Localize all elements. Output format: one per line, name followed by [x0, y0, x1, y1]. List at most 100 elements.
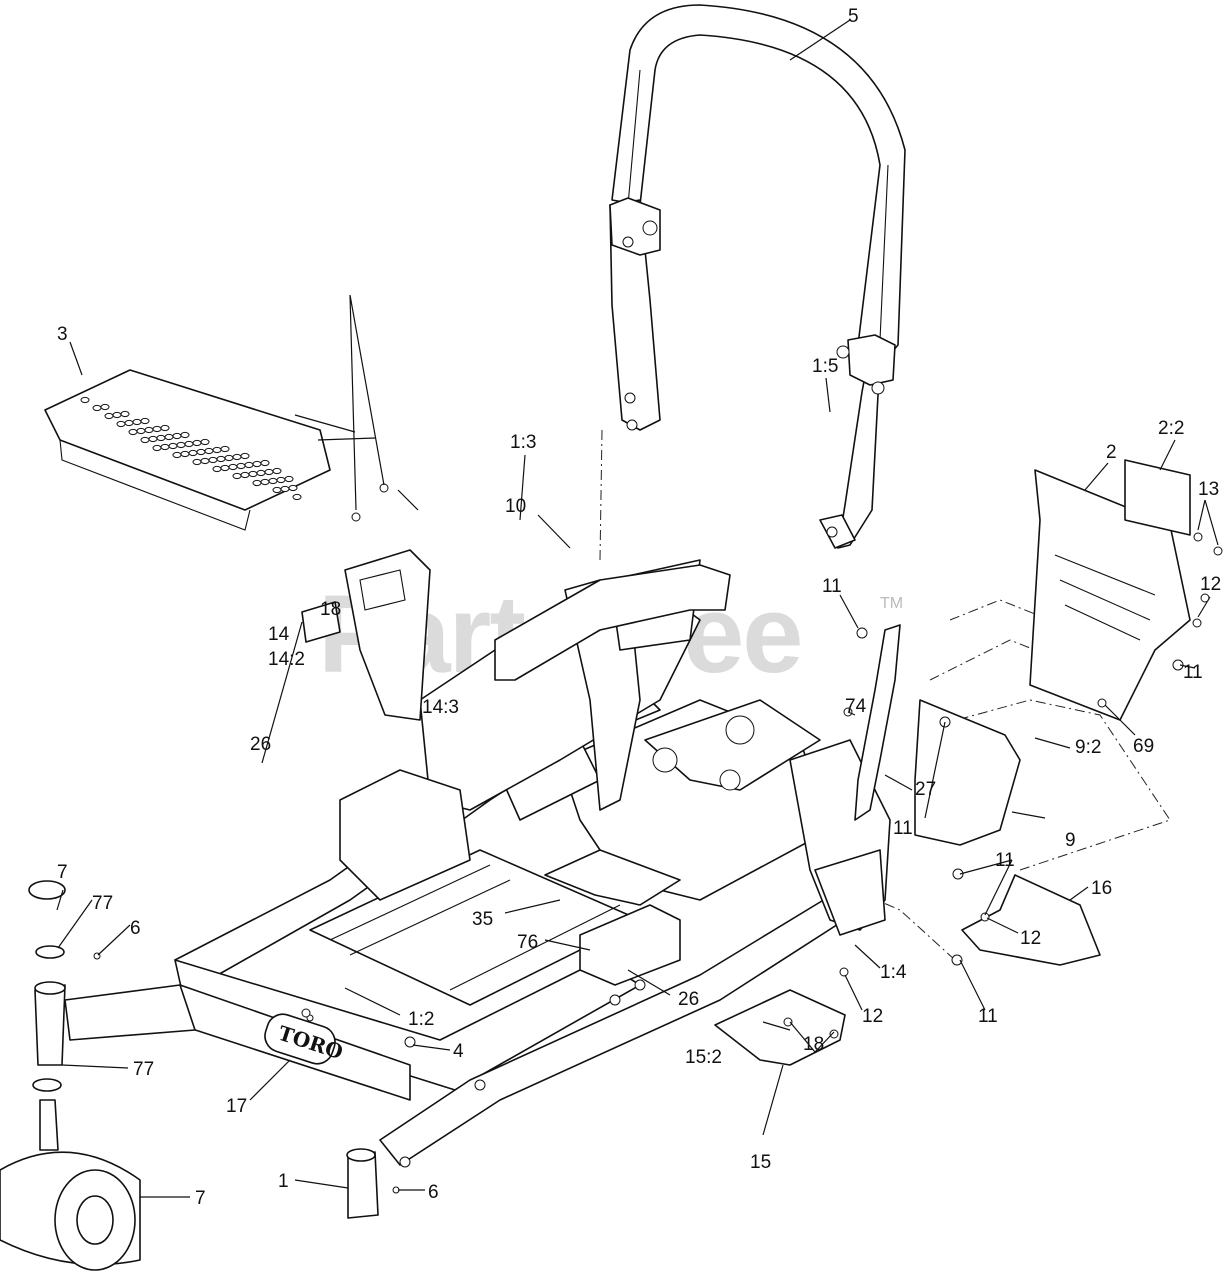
callout-16: 16: [1091, 878, 1112, 899]
perforation-hole: [236, 462, 246, 470]
callout-13: 13: [1198, 479, 1219, 500]
perforation-hole: [204, 447, 214, 455]
perforation-hole: [264, 468, 274, 476]
perforation-hole: [284, 475, 294, 483]
callout-17: 17: [226, 1096, 247, 1117]
bumper-9: [914, 699, 1021, 846]
perforation-hole: [176, 441, 186, 449]
perforation-hole: [200, 438, 210, 446]
perforation-hole: [168, 442, 178, 450]
callout-4: 4: [453, 1041, 464, 1062]
callouts: 5 2 2:2 13 12 11 69 10 18 14 14:2 14:3 1…: [57, 6, 1221, 1209]
perforation-hole: [148, 435, 158, 443]
callout-10: 10: [505, 496, 526, 517]
callout-26-b: 26: [678, 989, 699, 1010]
perforation-hole: [252, 460, 262, 468]
callout-27: 27: [915, 779, 936, 800]
callout-3: 3: [57, 324, 68, 345]
watermark-trademark: TM: [880, 595, 903, 612]
perforation-hole: [132, 418, 142, 426]
callout-11-e: 11: [978, 1006, 998, 1027]
perforation-hole: [260, 478, 270, 486]
callout-7-a: 7: [57, 862, 68, 883]
bracket-10: [494, 564, 731, 681]
perforation-hole: [212, 465, 222, 473]
callout-15: 15: [750, 1152, 771, 1173]
perforation-hole: [120, 410, 130, 418]
perforation-hole: [252, 479, 262, 487]
perforation-hole: [268, 477, 278, 485]
perforation-hole: [248, 470, 258, 478]
perforation-hole: [188, 449, 198, 457]
callout-1-3: 1:3: [510, 432, 536, 453]
perforation-hole: [240, 452, 250, 460]
perforation-hole: [144, 426, 154, 434]
perforation-hole: [192, 458, 202, 466]
perforation-hole: [220, 445, 230, 453]
perforation-hole: [184, 440, 194, 448]
callout-2: 2: [1106, 442, 1117, 463]
perforation-hole: [104, 412, 114, 420]
perforation-hole: [220, 464, 230, 472]
callout-77-a: 77: [92, 893, 113, 914]
callout-11-c: 11: [893, 818, 913, 839]
perforation-hole: [100, 403, 110, 411]
perforation-hole: [272, 486, 282, 494]
perforation-hole: [232, 453, 242, 461]
perforation-hole: [216, 455, 226, 463]
perforation-hole: [180, 431, 190, 439]
callout-11-d: 11: [995, 850, 1015, 871]
perforation-hole: [232, 472, 242, 480]
perforation-hole: [140, 417, 150, 425]
callout-74: 74: [845, 696, 867, 717]
callout-7-b: 7: [195, 1188, 206, 1209]
perforation-hole: [164, 433, 174, 441]
perforation-hole: [224, 454, 234, 462]
perforation-hole: [196, 448, 206, 456]
shield-14: [344, 549, 431, 721]
callout-14-2: 14:2: [268, 649, 305, 670]
perforation-hole: [124, 419, 134, 427]
perforation-hole: [212, 446, 222, 454]
callout-14-3: 14:3: [422, 697, 459, 718]
footrest-plate: [44, 369, 331, 531]
perforation-hole: [156, 434, 166, 442]
perforation-hole: [200, 457, 210, 465]
callout-11-a: 11: [1183, 662, 1203, 683]
perforation-hole: [160, 443, 170, 451]
perforation-hole: [244, 461, 254, 469]
perforation-hole: [208, 456, 218, 464]
callout-15-2: 15:2: [685, 1047, 722, 1068]
perforation-hole: [180, 450, 190, 458]
callout-35: 35: [472, 909, 493, 930]
guard-16: [961, 874, 1101, 966]
callout-12-a: 12: [1200, 574, 1221, 595]
perforation-hole: [272, 467, 282, 475]
callout-69: 69: [1133, 736, 1154, 757]
caster-assembly: [0, 880, 379, 1271]
perforation-hole: [288, 484, 298, 492]
callout-77-b: 77: [133, 1059, 154, 1080]
callout-1-4: 1:4: [880, 962, 907, 983]
callout-18-b: 18: [803, 1034, 824, 1055]
perforation-hole: [116, 420, 126, 428]
callout-1-5: 1:5: [812, 356, 838, 377]
rear-panel-2: [1029, 459, 1191, 721]
callout-6-a: 6: [130, 918, 141, 939]
hardware: [93, 483, 1223, 1194]
callout-14: 14: [268, 624, 290, 645]
roll-bar: [609, 4, 906, 549]
callout-1: 1: [278, 1171, 289, 1192]
perforation-hole: [240, 471, 250, 479]
perforation-hole: [172, 432, 182, 440]
perforation-hole: [152, 444, 162, 452]
callout-9-2: 9:2: [1075, 737, 1101, 758]
perforation-hole: [128, 428, 138, 436]
callout-2-2: 2:2: [1158, 418, 1184, 439]
callout-12-c: 12: [862, 1006, 883, 1027]
callout-9: 9: [1065, 830, 1076, 851]
bracket-27: [854, 624, 901, 821]
perforation-hole: [276, 476, 286, 484]
callout-6-b: 6: [428, 1182, 439, 1203]
callout-18-a: 18: [320, 599, 341, 620]
